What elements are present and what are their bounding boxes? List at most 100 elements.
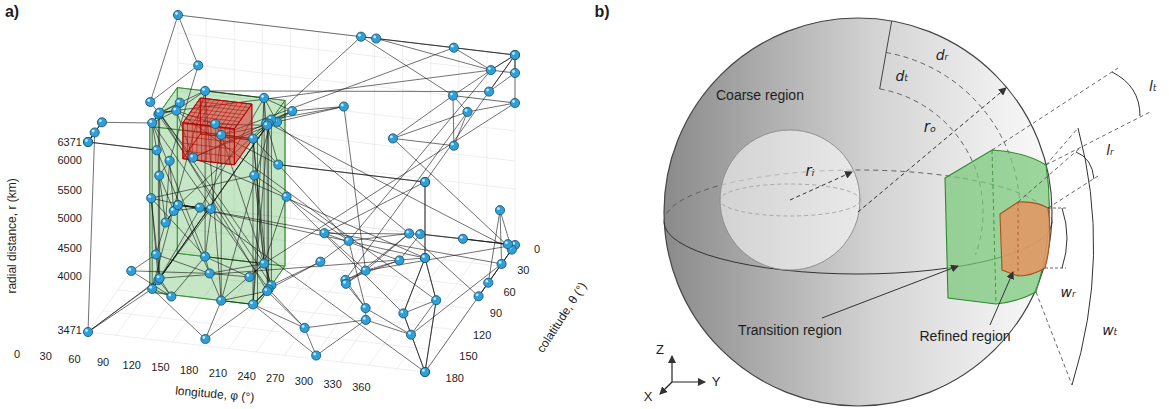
network-link	[488, 210, 500, 283]
node-highlight	[451, 143, 454, 146]
mesh-line	[215, 127, 216, 163]
network-link	[271, 107, 343, 120]
node-highlight	[203, 336, 206, 339]
node-highlight	[207, 271, 210, 274]
network-link	[425, 300, 436, 372]
graph-node	[344, 236, 353, 245]
tick-label: 210	[209, 367, 227, 380]
graph-node	[147, 194, 156, 203]
node-highlight	[476, 293, 479, 296]
graph-node	[388, 134, 397, 143]
graph-node	[420, 253, 429, 262]
node-highlight	[499, 261, 502, 264]
graph-node	[217, 130, 226, 139]
mesh-line	[211, 126, 212, 162]
network-link	[131, 271, 209, 274]
network-plot	[83, 10, 519, 376]
tick-label: 4000	[58, 270, 82, 283]
graph-node	[361, 315, 370, 324]
node-highlight	[363, 268, 366, 271]
transition-edge	[992, 150, 996, 304]
network-link	[171, 257, 205, 297]
network-link	[393, 138, 512, 249]
tick-label: 90	[490, 307, 502, 320]
graph-node	[152, 146, 161, 155]
axis-arrow	[671, 356, 672, 382]
network-link	[160, 113, 268, 292]
tick-label: 330	[324, 378, 342, 391]
network-link	[292, 107, 344, 112]
node-highlight	[175, 202, 178, 205]
mesh-line	[195, 105, 247, 111]
tick-label: 150	[459, 350, 477, 363]
network-link	[425, 245, 515, 372]
graph-node	[420, 367, 429, 376]
axis-title: radial distance, r (km)	[6, 178, 20, 293]
tick-label: 30	[517, 264, 529, 277]
extension-line	[1048, 208, 1066, 209]
graph-node	[405, 229, 414, 238]
node-highlight	[175, 12, 178, 15]
node-highlight	[99, 119, 102, 122]
node-highlight	[171, 208, 174, 211]
mesh-line	[201, 125, 202, 161]
network-link	[102, 122, 152, 124]
graph-node	[248, 134, 257, 143]
tick-label: 0	[14, 348, 20, 361]
network-link	[88, 133, 95, 333]
graph-node	[194, 61, 203, 70]
node-highlight	[401, 311, 404, 314]
sphere-illustration	[660, 18, 1150, 406]
graph-node	[312, 351, 321, 360]
node-highlight	[163, 220, 166, 223]
tick-label: 270	[266, 372, 284, 385]
graph-node	[341, 279, 350, 288]
tick-label: 300	[295, 375, 313, 388]
graph-node	[173, 10, 182, 19]
graph-node	[83, 137, 92, 146]
network-link	[151, 198, 425, 258]
network-link	[178, 15, 361, 37]
network-link	[403, 258, 425, 313]
mesh-line	[182, 123, 183, 159]
graph-node	[395, 256, 404, 265]
node-highlight	[167, 158, 170, 161]
grid-line	[103, 311, 440, 351]
grid-line	[374, 38, 375, 228]
network-link	[253, 304, 305, 328]
depth-dimension-line	[880, 21, 892, 89]
tick-label: 360	[352, 381, 370, 394]
extension-line	[1036, 292, 1072, 385]
grid-line	[290, 28, 291, 218]
mesh-line	[190, 112, 242, 118]
node-highlight	[190, 155, 193, 158]
node-highlight	[465, 109, 468, 112]
node-highlight	[197, 205, 200, 208]
graph-node	[485, 87, 494, 96]
tick-label: 120	[123, 359, 141, 372]
node-highlight	[149, 120, 152, 123]
network-link	[253, 124, 269, 305]
mesh-line	[198, 102, 250, 108]
grid-line	[486, 52, 487, 242]
node-highlight	[264, 288, 267, 291]
network-link	[166, 161, 170, 223]
grid-line	[88, 332, 425, 372]
node-highlight	[261, 261, 264, 264]
node-highlight	[156, 173, 159, 176]
node-highlight	[512, 52, 515, 55]
node-highlight	[175, 202, 178, 205]
tick-label: 240	[237, 370, 255, 383]
network-link	[393, 96, 453, 139]
graph-node	[260, 259, 269, 268]
node-highlight	[433, 297, 436, 300]
dimension-label: lₜ	[1149, 78, 1157, 94]
refined-region	[1000, 202, 1050, 276]
node-highlight	[346, 238, 349, 241]
outer-sphere	[664, 18, 1052, 406]
tick-label: 150	[151, 361, 169, 374]
tick-label: 5500	[58, 184, 82, 197]
axis-arrow	[672, 381, 705, 382]
graph-node	[217, 296, 226, 305]
